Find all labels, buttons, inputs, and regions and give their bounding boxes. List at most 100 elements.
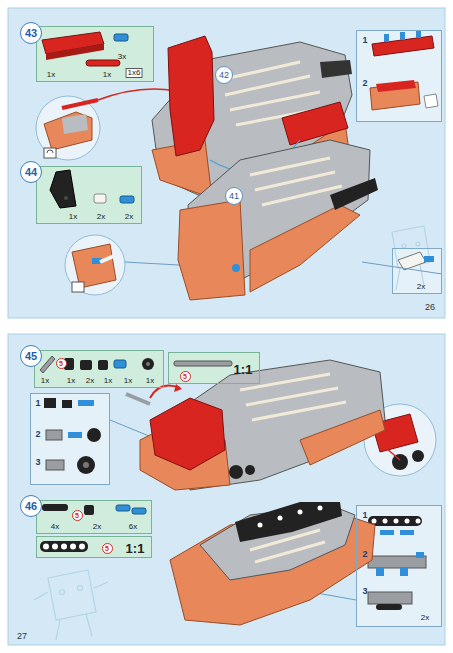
part-picture <box>70 544 76 550</box>
sub-step-picture <box>368 516 422 526</box>
sub-step-picture <box>44 30 438 610</box>
sub-step-picture <box>376 568 384 576</box>
part-picture <box>98 360 108 370</box>
length-badge: 5 <box>102 543 113 554</box>
quantity-label: 1x <box>124 377 132 385</box>
sub-step-panel: 12 <box>356 30 442 122</box>
mascot-watermark <box>416 242 420 246</box>
car-model <box>150 398 225 470</box>
page-number: 26 <box>425 303 435 312</box>
parts-panel: 1x1x2x1x1x1x5 <box>34 350 164 388</box>
car-model <box>282 102 348 145</box>
panel-fill <box>36 166 142 224</box>
car-model <box>278 516 283 521</box>
part-picture <box>86 60 120 66</box>
sub-step-panel-text: 1 <box>362 36 367 45</box>
sub-step-picture <box>376 80 416 92</box>
sub-step-picture <box>62 400 72 408</box>
sub-step-picture <box>394 519 399 524</box>
parts-panel: 4x2x6x5 <box>36 500 152 534</box>
callout-number-text: 42 <box>219 71 229 80</box>
step-number-text: 46 <box>25 501 37 512</box>
panel-fill <box>392 248 442 294</box>
length-badge: 5 <box>56 358 67 369</box>
car-model <box>300 410 385 465</box>
sub-step-picture <box>416 30 421 38</box>
sub-step-panel-text: 1 <box>35 399 40 408</box>
sub-step-picture <box>87 428 101 442</box>
car-model <box>126 394 150 404</box>
part-picture <box>94 194 106 203</box>
part-picture <box>114 34 128 41</box>
sub-step-picture <box>383 519 388 524</box>
quantity-label: 2x <box>125 213 133 221</box>
part-picture <box>142 358 154 370</box>
panel-fill <box>36 536 152 558</box>
part-picture <box>43 544 49 550</box>
sub-step-picture <box>380 530 394 535</box>
sub-step-picture <box>416 552 424 558</box>
sub-step-picture <box>400 568 408 576</box>
panel-fill <box>30 26 442 627</box>
car-model <box>232 264 240 272</box>
quantity-label: 2x <box>93 523 101 531</box>
part-picture <box>40 356 55 373</box>
quantity-label: 2x <box>97 213 105 221</box>
sub-step-picture <box>46 460 64 470</box>
quantity-label: 1x <box>67 377 75 385</box>
detail-inset <box>392 454 408 470</box>
car-model <box>250 530 325 562</box>
sub-step-panel-text: 3 <box>35 458 40 467</box>
mascot-watermark <box>78 586 83 591</box>
parts-panel: 1x 2x 2x <box>36 166 142 224</box>
car-model <box>229 465 243 479</box>
part-picture <box>146 362 150 366</box>
quantity-label: 1x <box>47 71 55 79</box>
detail-inset <box>36 89 442 600</box>
quantity-label: 2x <box>86 377 94 385</box>
callout-number: 42 <box>215 66 233 84</box>
quantity-label: 1x <box>146 377 154 385</box>
part-picture <box>64 196 68 200</box>
length-badge-text: 5 <box>105 545 109 552</box>
detail-inset <box>386 448 400 460</box>
step-number-text: 44 <box>25 167 37 178</box>
quantity-label: 1x <box>69 213 77 221</box>
length-badge-text: 5 <box>59 360 63 367</box>
car-model <box>330 178 378 210</box>
part-picture <box>84 505 94 515</box>
sub-step-picture <box>424 256 434 262</box>
step-number: 44 <box>20 161 42 183</box>
detail-inset <box>44 148 56 158</box>
quantity-label: 3x <box>118 53 126 61</box>
car-model <box>320 60 352 78</box>
parts-panel: 1:15 <box>168 352 260 384</box>
part-picture <box>50 170 76 208</box>
quantity-label: 1x <box>104 377 112 385</box>
sub-step-picture <box>368 592 412 604</box>
car-model <box>240 374 346 420</box>
sub-step-picture <box>400 32 405 40</box>
detail-inset <box>44 112 92 150</box>
car-model <box>174 384 182 392</box>
scale-label: 1:1 <box>126 542 145 555</box>
car-model <box>258 523 263 528</box>
sub-step-panel: 1232x <box>356 505 442 627</box>
part-picture <box>79 544 85 550</box>
sub-step-panel: 2x <box>392 248 442 294</box>
detail-inset <box>100 256 114 262</box>
panel-fill <box>36 26 154 82</box>
sub-step-picture <box>424 94 438 108</box>
detail-inset <box>72 244 116 288</box>
sub-step-picture <box>68 432 82 438</box>
detail-inset <box>412 450 424 462</box>
car-model <box>298 510 303 515</box>
detail-inset <box>362 262 442 274</box>
quantity-label: 6x <box>129 523 137 531</box>
length-badge: 5 <box>72 510 83 521</box>
car-model <box>235 502 342 542</box>
page-ground <box>8 334 445 645</box>
mascot-watermark <box>34 582 108 640</box>
